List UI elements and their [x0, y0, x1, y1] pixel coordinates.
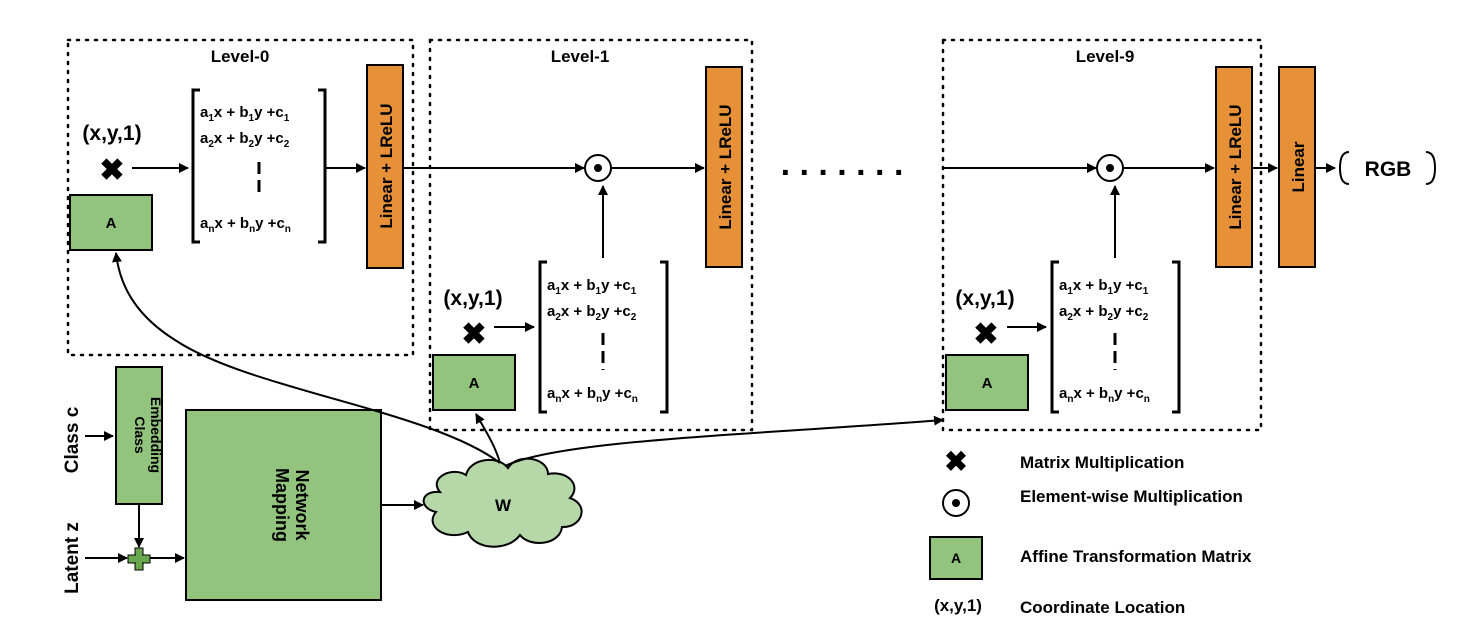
class-embedding-line2: Embedding — [148, 397, 164, 473]
coord-label-level9: (x,y,1) — [955, 287, 1014, 310]
legend-coord-symbol: (x,y,1) — [934, 596, 982, 615]
matrix-level9: a1x + b1y +c1 a2x + b2y +c2 anx + bny +c… — [1050, 260, 1181, 414]
coord-label-level1: (x,y,1) — [443, 287, 502, 310]
legend-affine-symbol: A — [951, 550, 961, 566]
w-to-level1-arrow — [475, 413, 501, 464]
level-0-label: Level-0 — [211, 47, 270, 66]
matrix-mult-icon: ✖ — [99, 154, 124, 187]
matrix-level1: a1x + b1y +c1 a2x + b2y +c2 anx + bny +c… — [538, 260, 669, 414]
class-embedding-box — [115, 366, 163, 505]
class-embedding-line1: Class — [132, 416, 148, 454]
rgb-output: RGB — [1365, 158, 1412, 181]
level-1-box — [428, 38, 754, 432]
w-to-level9-arrow — [504, 415, 944, 467]
matrix-mult-icon: ✖ — [973, 318, 998, 351]
coord-label-level0: (x,y,1) — [82, 122, 141, 145]
matrix-row-n: anx + bny +cn — [547, 385, 638, 405]
linear-lrelu-level9 — [1215, 66, 1253, 268]
matrix-row1: a1x + b1y +c1 — [1059, 277, 1149, 297]
mapping-network-box — [185, 409, 382, 601]
legend-matrix-mult-icon: ✖ — [944, 446, 967, 477]
w-to-level0-arrow — [112, 252, 501, 464]
mapping-network-line2: Network — [292, 469, 312, 541]
legend-elementwise-label: Element-wise Multiplication — [1020, 487, 1243, 506]
affine-label: A — [982, 375, 993, 392]
affine-matrix-level9 — [945, 354, 1029, 411]
affine-matrix-level0 — [69, 194, 153, 251]
linear-lrelu-label-0: Linear + LReLU — [377, 103, 396, 228]
level-9-label: Level-9 — [1076, 47, 1135, 66]
linear-lrelu-label-9: Linear + LReLU — [1226, 104, 1245, 229]
class-input-label: Class c — [62, 406, 83, 473]
affine-label: A — [469, 375, 480, 392]
matrix-row1: a1x + b1y +c1 — [200, 104, 290, 124]
w-label: W — [495, 496, 512, 515]
linear-lrelu-level0 — [366, 64, 404, 269]
matrix-row2: a2x + b2y +c2 — [1059, 303, 1149, 323]
linear-lrelu-label-1: Linear + LReLU — [716, 104, 735, 229]
matrix-level0: a1x + b1y +c1 a2x + b2y +c2 anx + bny +c… — [191, 88, 327, 244]
w-latent-cloud — [422, 457, 583, 548]
ellipsis: . . . . . . . — [781, 145, 904, 183]
linear-label: Linear — [1289, 141, 1308, 192]
linear-lrelu-level1 — [705, 66, 743, 268]
matrix-row1: a1x + b1y +c1 — [547, 277, 637, 297]
legend-affine-icon — [929, 536, 983, 580]
level-9-box — [941, 38, 1263, 432]
legend-matrix-mult-label: Matrix Multiplication — [1020, 453, 1184, 472]
latent-input-label: Latent z — [62, 522, 83, 594]
level-1-label: Level-1 — [551, 47, 610, 66]
legend-coord-label: Coordinate Location — [1020, 598, 1185, 617]
mapping-network-line1: Mapping — [272, 468, 292, 542]
level-0-box — [66, 38, 415, 357]
affine-matrix-level1 — [432, 354, 516, 411]
matrix-row-n: anx + bny +cn — [1059, 385, 1150, 405]
matrix-row2: a2x + b2y +c2 — [200, 130, 290, 150]
matrix-row2: a2x + b2y +c2 — [547, 303, 637, 323]
matrix-row-n: anx + bny +cn — [200, 215, 291, 235]
affine-label: A — [106, 215, 117, 232]
matrix-mult-icon: ✖ — [461, 318, 486, 351]
legend-affine-label: Affine Transformation Matrix — [1020, 547, 1252, 566]
addition-icon — [127, 547, 151, 571]
legend: ✖ Matrix Multiplication Element-wise Mul… — [929, 446, 1252, 617]
